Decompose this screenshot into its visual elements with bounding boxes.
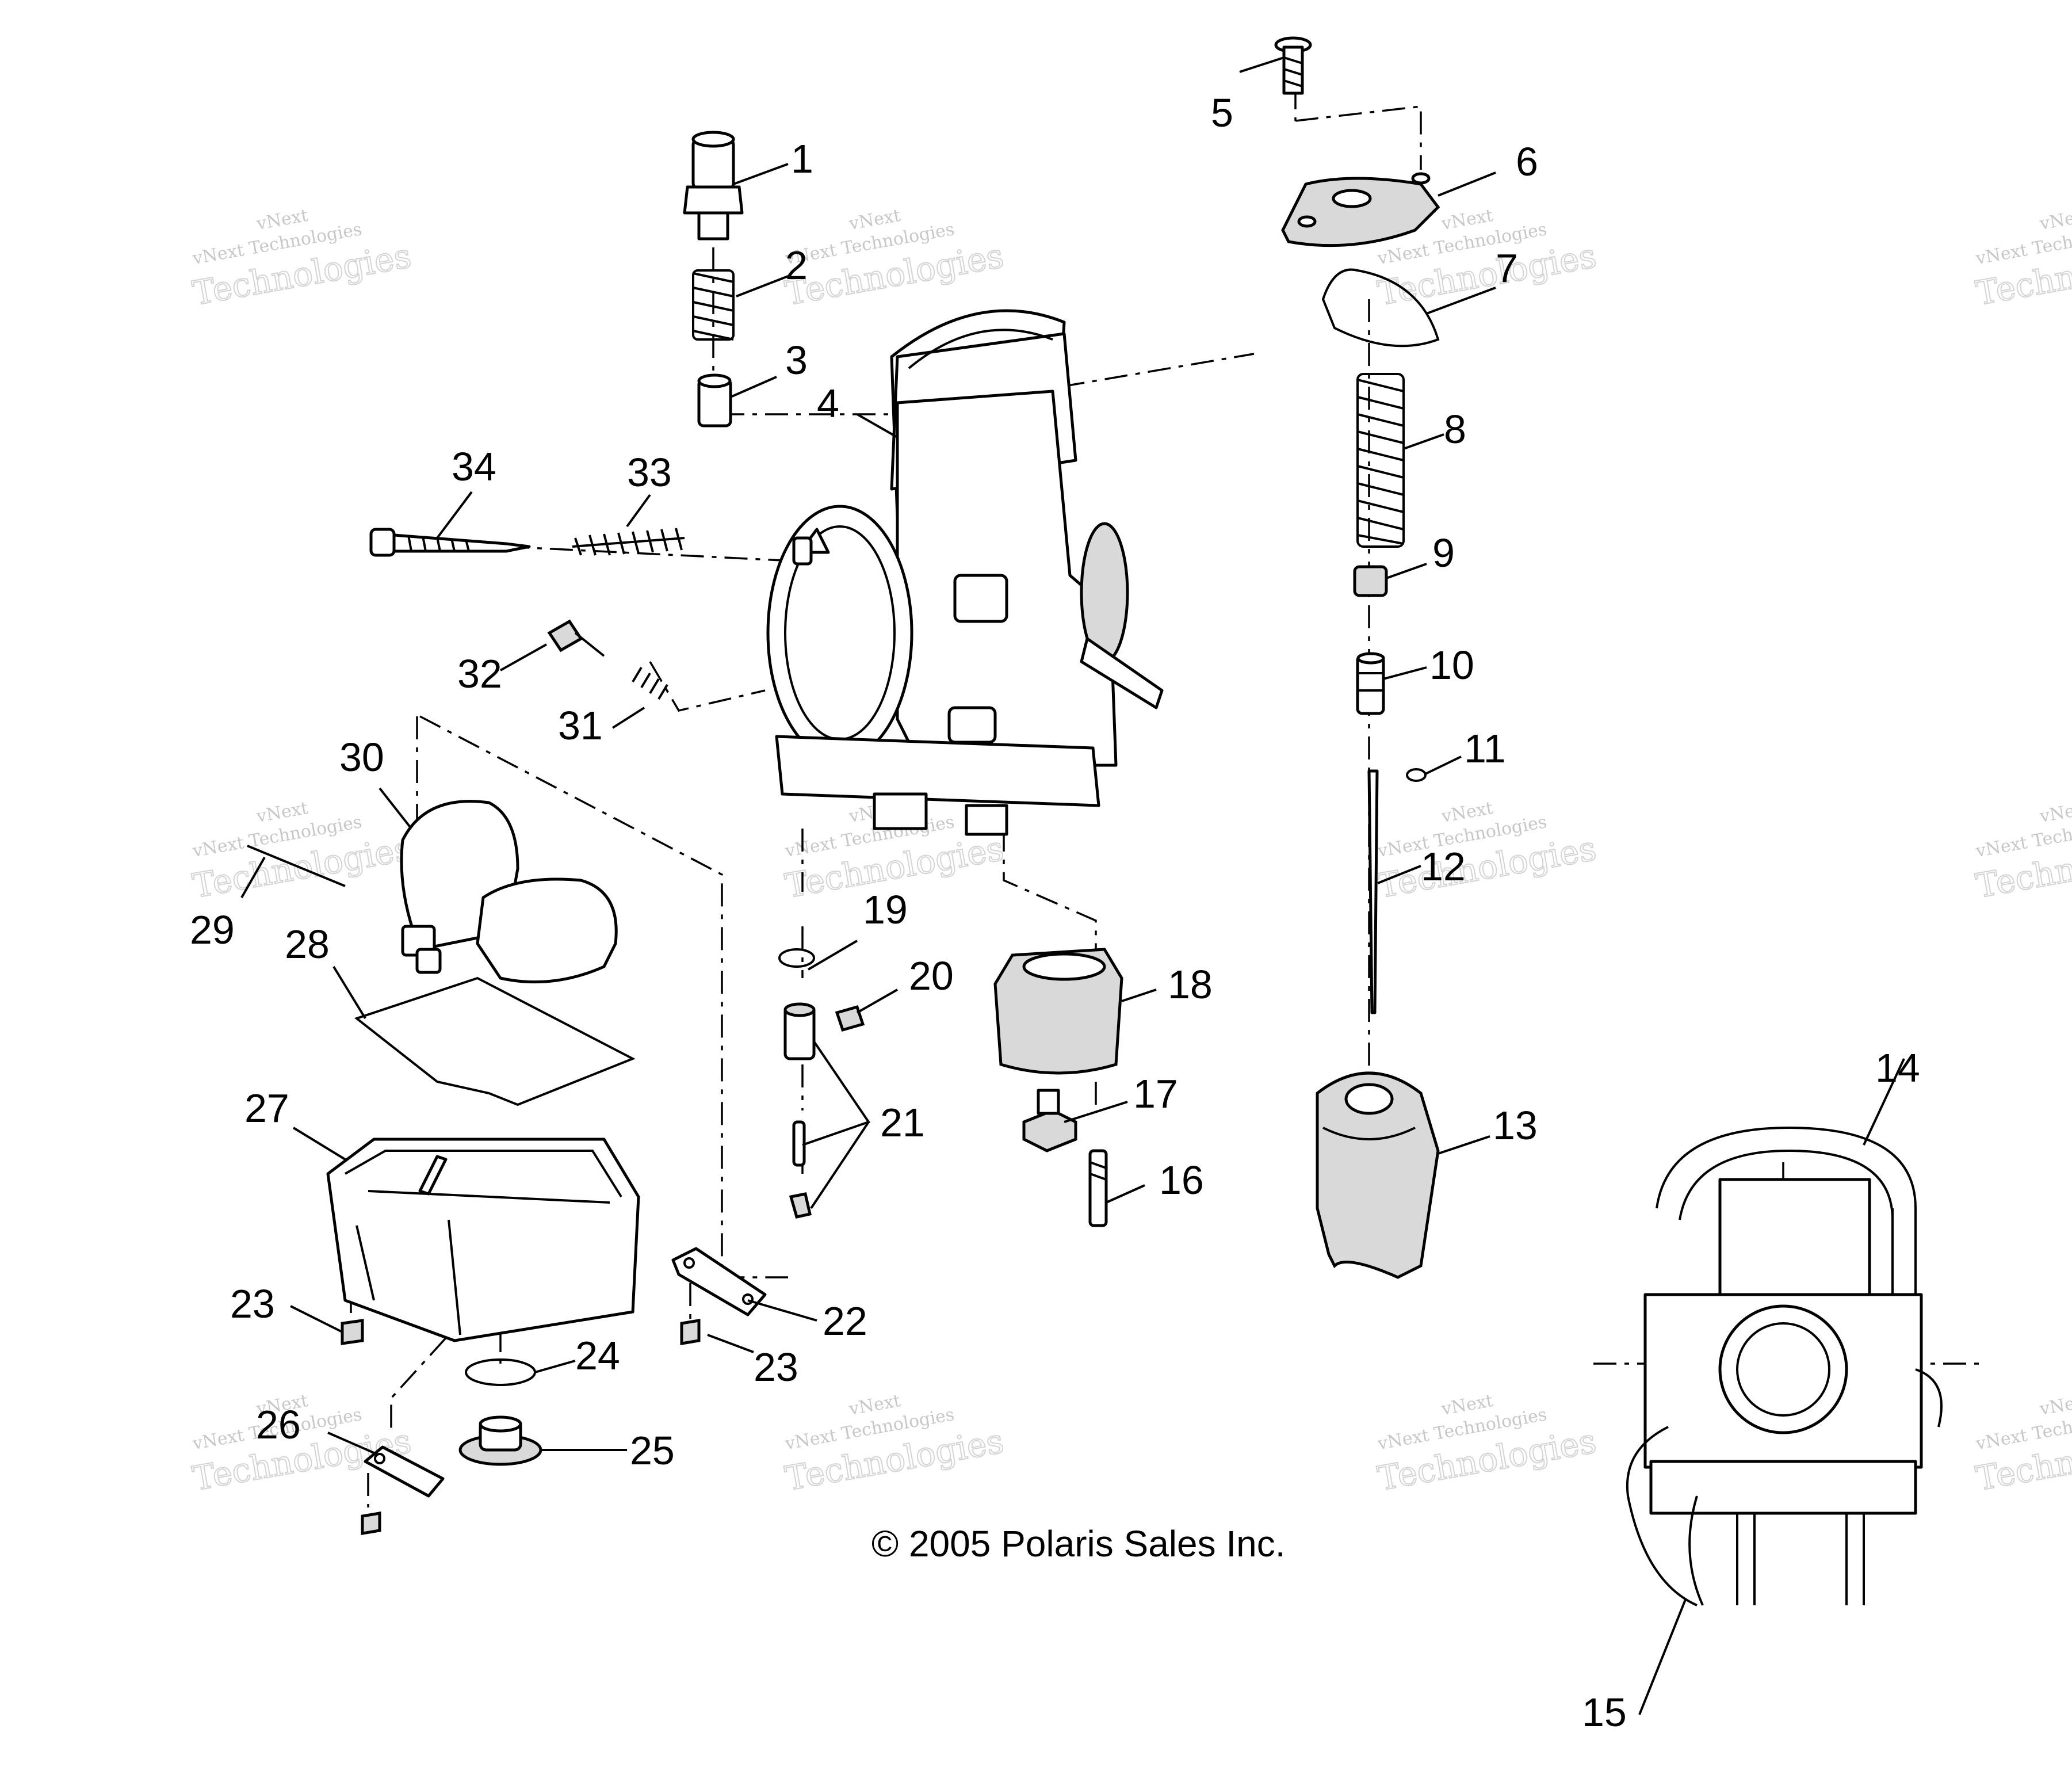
part-8-throttle-spring: [1356, 373, 1405, 548]
callout-12: 12: [1421, 844, 1466, 889]
part-5-screw: [1274, 36, 1312, 95]
callout-15: 15: [1582, 1690, 1627, 1735]
watermark: vNext vNext Technologies Technologies: [1972, 798, 2072, 906]
watermark: vNext vNext Technologies Technologies: [1374, 1391, 1600, 1499]
callout-23a: 23: [230, 1281, 275, 1326]
callout-8: 8: [1444, 407, 1466, 452]
part-12-jet-needle: [1367, 769, 1379, 1014]
part-10-needle-holder: [1356, 652, 1385, 715]
callout-28: 28: [285, 922, 330, 967]
callout-labels: 1 2 3 4 5 6 7 8 9 10 11 12 13 14 15 16 1…: [190, 90, 1920, 1735]
leader-lines: [240, 56, 1905, 1715]
callout-10: 10: [1429, 643, 1474, 688]
part-13-throttle-valve: [1316, 1071, 1440, 1279]
part-6-top-cap: [1281, 172, 1440, 247]
callout-26: 26: [256, 1402, 301, 1447]
callout-27: 27: [244, 1086, 289, 1131]
part-14-15-carburetor-assembly: [1626, 1126, 1943, 1606]
watermark-line1: vNext: [2038, 1391, 2072, 1419]
watermark: vNext vNext Technologies Technologies: [782, 205, 1007, 314]
part-3-plunger: [697, 373, 732, 428]
part-31-spring: [632, 666, 668, 700]
callout-7: 7: [1496, 246, 1518, 291]
callout-34: 34: [452, 444, 496, 489]
part-25-drain-plug: [458, 1415, 542, 1466]
callout-5: 5: [1211, 90, 1233, 135]
callout-18: 18: [1168, 962, 1213, 1007]
part-26-bracket: [361, 1445, 445, 1535]
part-4-carburetor-body: [766, 309, 1164, 836]
callout-31: 31: [558, 703, 603, 748]
callout-19: 19: [863, 887, 908, 932]
watermark: vNext vNext Technologies Technologies: [1972, 205, 2072, 314]
part-1-fuel-fitting: [683, 131, 744, 241]
part-21-needle-jet: [783, 1002, 816, 1219]
part-29-float-pin: [247, 845, 346, 887]
callout-33: 33: [627, 450, 672, 495]
callout-14: 14: [1875, 1045, 1920, 1090]
callout-30: 30: [339, 735, 384, 780]
callout-20: 20: [909, 953, 954, 998]
part-34-pilot-screw: [369, 528, 531, 557]
callout-11: 11: [1464, 726, 1506, 771]
callout-32: 32: [457, 651, 502, 696]
callout-25: 25: [630, 1428, 675, 1473]
callout-29: 29: [190, 907, 235, 952]
callout-21: 21: [880, 1100, 925, 1145]
part-2-spring: [692, 269, 735, 341]
part-22-bracket-plate: [671, 1247, 767, 1316]
callout-9: 9: [1432, 530, 1455, 575]
callout-16: 16: [1159, 1158, 1204, 1203]
watermark: vNext vNext Technologies Technologies: [189, 205, 415, 314]
watermark: vNext vNext Technologies Technologies: [782, 1391, 1007, 1499]
watermark: vNext vNext Technologies Technologies: [189, 798, 415, 906]
part-11-e-clip: [1406, 768, 1427, 782]
watermark-line1: vNext: [2038, 798, 2072, 827]
part-30-float: [400, 800, 618, 984]
callout-2: 2: [785, 243, 808, 288]
watermark-line1: vNext: [2038, 205, 2072, 234]
part-28-gasket: [354, 976, 636, 1106]
callout-6: 6: [1516, 139, 1538, 184]
part-9-spring-seat: [1353, 565, 1388, 597]
part-20-screw: [835, 1005, 865, 1032]
part-17-jet-holder: [1022, 1089, 1077, 1152]
part-27-float-bowl: [326, 1138, 640, 1342]
callout-4: 4: [817, 381, 839, 426]
part-16-main-jet: [1088, 1149, 1108, 1227]
callout-13: 13: [1493, 1103, 1538, 1148]
callout-22: 22: [823, 1299, 867, 1343]
callout-23b: 23: [754, 1345, 798, 1390]
callout-3: 3: [785, 338, 808, 383]
part-19-o-ring: [778, 948, 815, 968]
callout-1: 1: [791, 136, 813, 181]
callout-17: 17: [1133, 1071, 1178, 1116]
part-7-gasket: [1321, 268, 1440, 348]
watermark: vNext vNext Technologies Technologies: [1374, 798, 1600, 906]
part-23-screws: [341, 1319, 701, 1345]
watermark: vNext vNext Technologies Technologies: [1972, 1391, 2072, 1499]
part-18-float-cover: [993, 948, 1123, 1075]
callout-24: 24: [575, 1333, 620, 1378]
part-33-spring: [572, 528, 685, 556]
copyright-notice: © 2005 Polaris Sales Inc.: [871, 1523, 1286, 1564]
part-32-adjuster-screw: [547, 619, 605, 657]
